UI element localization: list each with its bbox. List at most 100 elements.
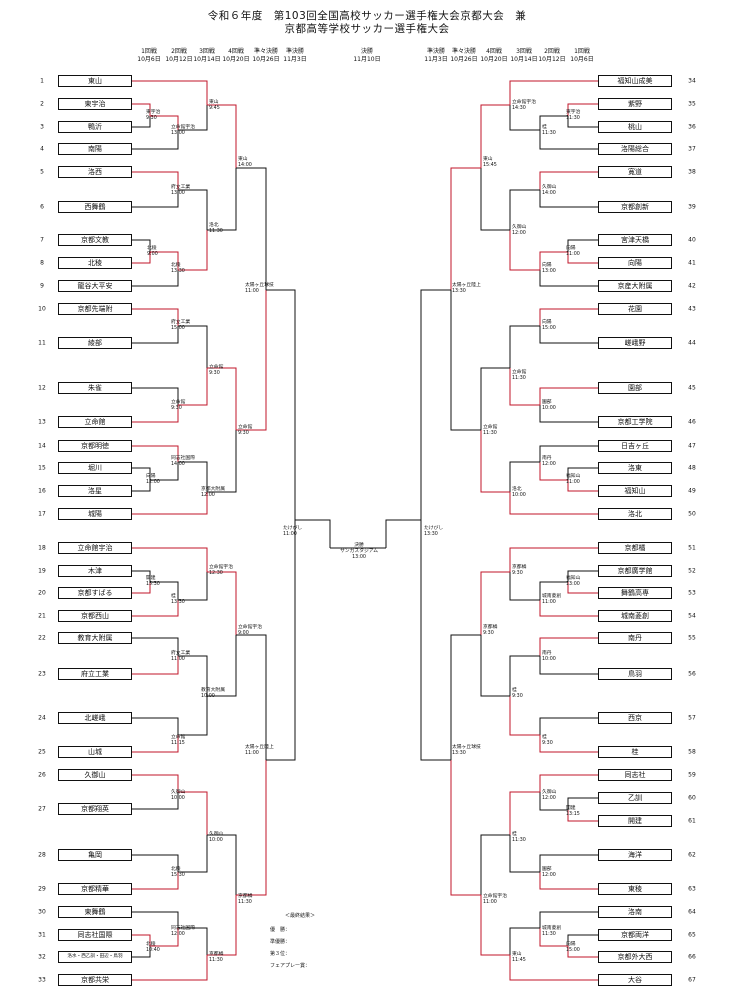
annotation-line: 13:00 [542, 269, 556, 274]
team-name-box: 京都外大西 [598, 951, 672, 963]
annotation-line: 10:00 [512, 493, 526, 498]
team-number: 27 [38, 805, 46, 813]
annotation-line: 同志社国際 [171, 926, 195, 931]
team-name-box: 花園 [598, 303, 672, 315]
team-number: 52 [688, 567, 696, 575]
round-name: 3回戦 [516, 48, 532, 55]
winner-path [178, 230, 208, 271]
team-number: 43 [688, 305, 696, 313]
team-number: 8 [40, 259, 44, 267]
bracket-line [132, 270, 179, 287]
team-name-box: 洛陽総合 [598, 143, 672, 155]
team-number: 32 [38, 953, 46, 961]
round-name: 4回戦 [228, 48, 244, 55]
annotation-line: 立命館宇治 [483, 894, 507, 899]
annotation-line: 9:00 [238, 631, 249, 636]
team-number: 48 [688, 464, 696, 472]
annotation-line: 久御山 [542, 790, 557, 795]
bracket-line [266, 520, 296, 761]
team-name-box: 同志社国際 [58, 929, 132, 941]
winner-path [207, 895, 237, 956]
annotation-line: 府立工業 [171, 651, 191, 656]
winner-path [150, 928, 179, 947]
team-number: 38 [688, 168, 696, 176]
winner-path [132, 445, 179, 462]
team-number: 29 [38, 885, 46, 893]
annotation-line: 11:00 [566, 480, 580, 485]
bracket-line [295, 519, 331, 548]
annotation-line: 13:30 [171, 600, 185, 605]
winner-path [539, 637, 598, 656]
bracket-line [178, 325, 208, 368]
annotation-line: 12:00 [542, 796, 556, 801]
team-number: 46 [688, 418, 696, 426]
team-number: 61 [688, 817, 696, 825]
annotation-line: 洛北 [512, 487, 522, 492]
team-name-box: 教育大附属 [58, 632, 132, 644]
winner-path [132, 103, 151, 116]
annotation-line: 11:30 [238, 900, 252, 905]
winner-path [132, 80, 208, 105]
bracket-line [132, 467, 151, 480]
team-name-box: 向陽 [598, 257, 672, 269]
bracket-line [509, 189, 540, 230]
result-row-runnerup: 準優勝： [270, 939, 291, 945]
team-name-box: 鴨沂 [58, 121, 132, 133]
round-date: 11月3日 [283, 56, 307, 63]
annotation-line: 京都橘 [512, 565, 527, 570]
winner-path [480, 104, 510, 168]
team-number: 51 [688, 544, 696, 552]
annotation-line: 11:30 [512, 838, 526, 843]
team-name-box: 京都明徳 [58, 440, 132, 452]
bracket-line [207, 430, 237, 493]
team-number: 18 [38, 544, 46, 552]
result-row-third: 第３位： [270, 951, 291, 957]
team-name-box: 山城 [58, 746, 132, 758]
winner-path [567, 946, 598, 958]
team-number: 30 [38, 908, 46, 916]
team-number: 26 [38, 771, 46, 779]
team-number: 41 [688, 259, 696, 267]
bracket-line [450, 290, 481, 431]
annotation-line: 立命館 [171, 400, 186, 405]
annotation-line: 13:15 [566, 812, 580, 817]
annotation-line: 11:15 [171, 741, 185, 746]
annotation-line: 久御山 [512, 225, 527, 230]
annotation-line: 立命館 [238, 425, 253, 430]
team-number: 12 [38, 384, 46, 392]
page-title: 令和６年度 第103回全国高校サッカー選手権大会京都大会 兼 [207, 10, 527, 22]
team-name-box: 京都工学院 [598, 416, 672, 428]
team-number: 63 [688, 885, 696, 893]
team-number: 33 [38, 976, 46, 984]
annotation-line: 11:30 [542, 131, 556, 136]
bracket-line [178, 696, 208, 736]
team-name-box: 海洋 [598, 849, 672, 861]
winner-path [509, 791, 540, 835]
annotation-line: 12:00 [542, 462, 556, 467]
annotation-line: 11:30 [542, 932, 556, 937]
annotation-line: 11:00 [542, 600, 556, 605]
winner-path [178, 791, 208, 835]
annotation-line: 13:00 [566, 582, 580, 587]
team-name-box: 東舞鶴 [58, 906, 132, 918]
winner-path [132, 872, 179, 890]
winner-path [509, 368, 540, 406]
annotation-line: 13:30 [452, 289, 466, 294]
team-name-box: 府立工業 [58, 668, 132, 680]
winner-path [178, 368, 208, 406]
team-name-box: 南丹 [598, 632, 672, 644]
team-number: 37 [688, 145, 696, 153]
